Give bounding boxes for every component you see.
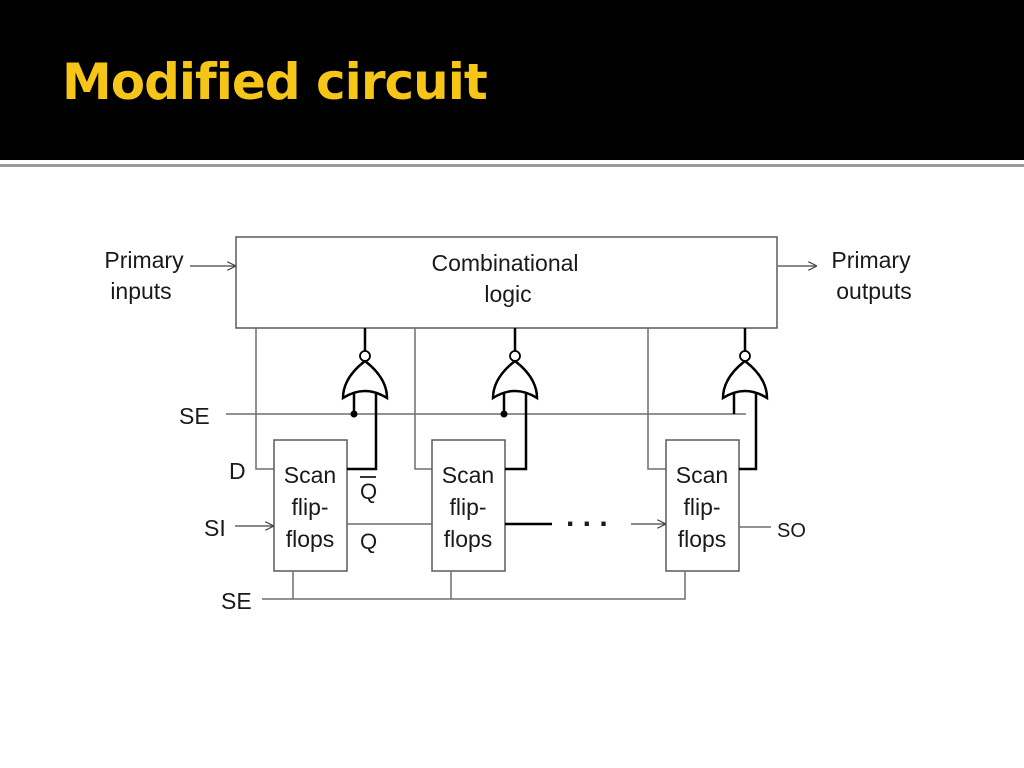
combinational-logic-label-line1: Combinational: [431, 250, 578, 276]
primary-inputs-label-line1: Primary: [104, 247, 184, 273]
chain-ellipsis: . . .: [566, 500, 608, 533]
ff3-label-line2: flip-: [683, 494, 720, 520]
scan-flip-flop-1: Scan flip- flops: [273, 439, 348, 572]
combinational-logic-label-line2: logic: [484, 281, 531, 307]
si-label: SI: [204, 515, 226, 541]
ff3-label-line1: Scan: [676, 462, 728, 488]
ff2-label-line2: flip-: [449, 494, 486, 520]
ff2-label-line1: Scan: [442, 462, 494, 488]
se-junction-2: [500, 410, 508, 418]
q-bar-wire-2: [505, 391, 528, 471]
primary-outputs-label-line1: Primary: [831, 247, 911, 273]
d-wire-3: [647, 328, 666, 470]
q-bar-label: Q: [360, 479, 377, 504]
se-bottom-bus: [262, 571, 686, 600]
scan-flip-flop-2: Scan flip- flops: [431, 439, 506, 572]
se-junction-1: [350, 410, 358, 418]
q-bar-wire-3: [739, 391, 758, 471]
ff2-label-line3: flops: [444, 526, 493, 552]
d-wire-1: [255, 328, 274, 470]
primary-outputs-label-line2: outputs: [836, 278, 911, 304]
d-wire-2: [414, 328, 432, 470]
q-label: Q: [360, 529, 377, 554]
so-label: SO: [777, 520, 806, 542]
title-divider: [0, 160, 1024, 163]
nor-gate-3: [721, 328, 769, 401]
ff3-label-line3: flops: [678, 526, 727, 552]
d-label: D: [229, 458, 246, 484]
primary-inputs-label-line2: inputs: [110, 278, 171, 304]
se-bottom-label: SE: [221, 588, 252, 614]
ff1-label-line2: flip-: [291, 494, 328, 520]
title-bar: [0, 0, 1024, 160]
se-top-label: SE: [179, 403, 210, 429]
title-divider-shadow: [0, 164, 1024, 167]
ff1-label-line3: flops: [286, 526, 335, 552]
scan-flip-flop-3: Scan flip- flops: [665, 439, 740, 572]
ff1-label-line1: Scan: [284, 462, 336, 488]
combinational-logic-block: [235, 236, 778, 329]
nor-gate-2: [491, 328, 539, 401]
slide-title: Modified circuit: [62, 53, 488, 111]
nor-gate-1: [341, 328, 389, 401]
q-bar-wire-1: [347, 391, 378, 471]
